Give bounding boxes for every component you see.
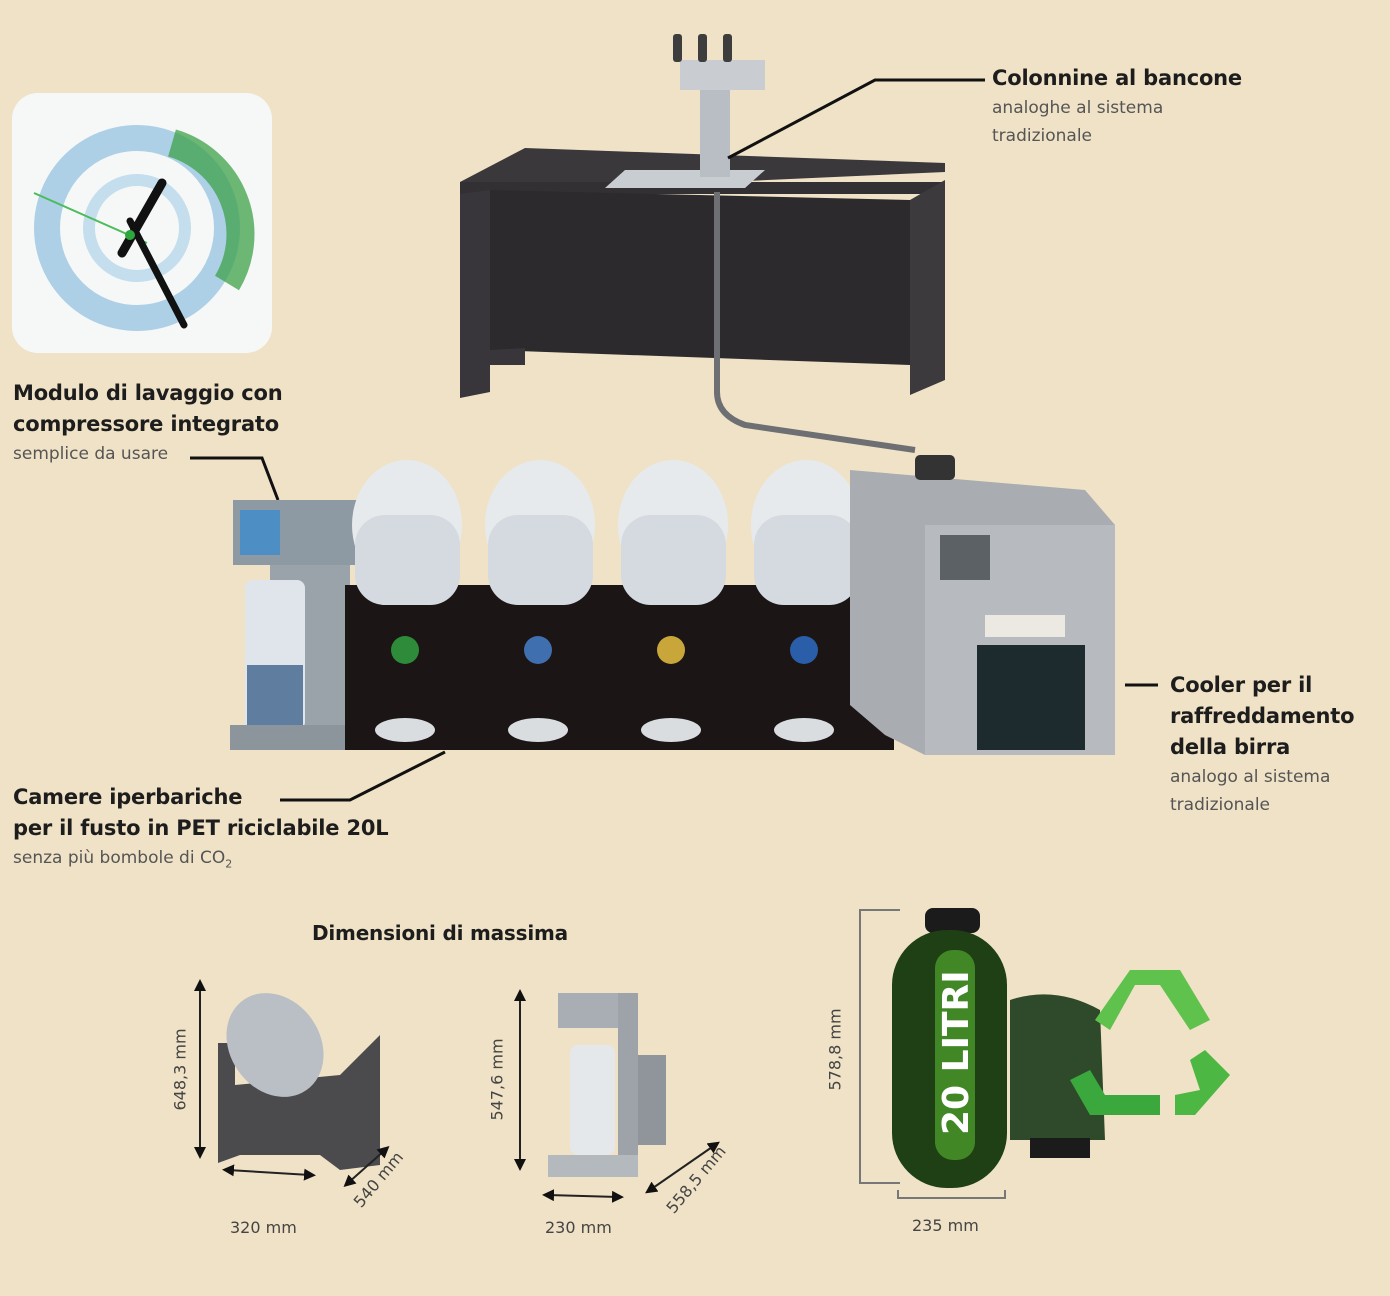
keg-width-label: 235 mm bbox=[912, 1216, 979, 1235]
chamber-height-label: 648,3 mm bbox=[170, 1028, 190, 1111]
pressure-chamber bbox=[345, 460, 495, 750]
callout-wash-title-1: Modulo di lavaggio con bbox=[13, 381, 283, 405]
callout-taps-subtitle-1: analoghe al sistema bbox=[992, 98, 1164, 118]
equipment-row-illustration bbox=[230, 455, 1115, 755]
pressure-chamber bbox=[611, 460, 761, 750]
wash-unit-height-label: 547,6 mm bbox=[487, 1038, 507, 1121]
callout-cooler-subtitle-1: analogo al sistema bbox=[1170, 767, 1331, 787]
wash-unit-width-label: 230 mm bbox=[545, 1218, 612, 1237]
callout-chambers-title-1: Camere iperbariche bbox=[13, 785, 243, 809]
callout-wash-subtitle: semplice da usare bbox=[13, 444, 169, 464]
callout-cooler-title-2: raffreddamento bbox=[1170, 704, 1355, 728]
callout-cooler: Cooler per il raffreddamento della birra… bbox=[1170, 670, 1355, 819]
callout-cooler-subtitle-2: tradizionale bbox=[1170, 795, 1271, 815]
chamber-dimension-figure bbox=[194, 979, 390, 1187]
bar-counter-illustration bbox=[460, 34, 945, 453]
callout-chambers-title-2: per il fusto in PET riciclabile 20L bbox=[13, 816, 389, 840]
callout-taps-subtitle-2: tradizionale bbox=[992, 126, 1093, 146]
pressure-chamber bbox=[478, 460, 628, 750]
callout-cooler-title-1: Cooler per il bbox=[1170, 673, 1313, 697]
wash-unit-dimension-figure bbox=[514, 989, 720, 1203]
callout-chambers: Camere iperbariche per il fusto in PET r… bbox=[13, 782, 389, 878]
keg-dimension-figure: 20 LITRI bbox=[859, 908, 1230, 1199]
callout-cooler-title-3: della birra bbox=[1170, 735, 1291, 759]
callout-wash-module: Modulo di lavaggio con compressore integ… bbox=[13, 378, 283, 468]
chamber-width-label: 320 mm bbox=[230, 1218, 297, 1237]
callout-wash-title-2: compressore integrato bbox=[13, 412, 279, 436]
wash-clock-icon bbox=[12, 93, 272, 353]
callout-taps-title: Colonnine al bancone bbox=[992, 66, 1242, 90]
keg-height-label: 578,8 mm bbox=[825, 1008, 845, 1091]
dimensions-title: Dimensioni di massima bbox=[312, 921, 568, 945]
callout-taps: Colonnine al bancone analoghe al sistema… bbox=[992, 63, 1242, 150]
keg-label: 20 LITRI bbox=[936, 970, 977, 1135]
recycle-icon bbox=[1070, 970, 1230, 1115]
callout-chambers-subtitle: senza più bombole di CO2 bbox=[13, 848, 233, 871]
